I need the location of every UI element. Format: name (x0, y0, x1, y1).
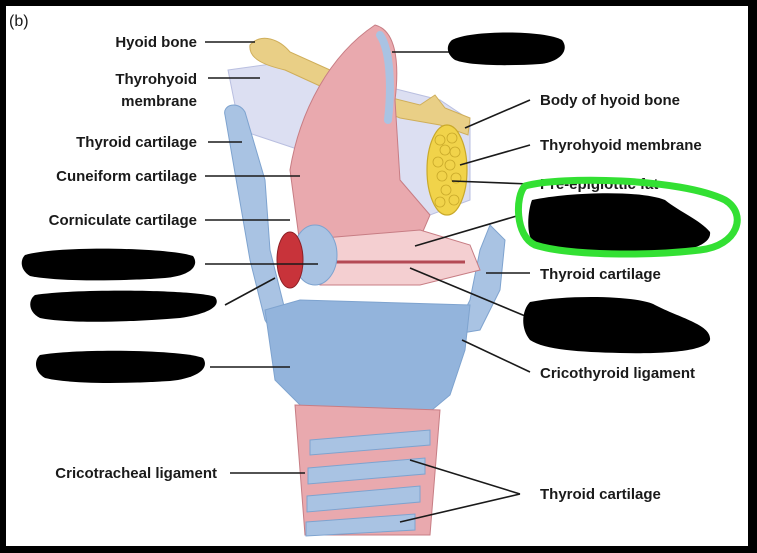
cricoid-cartilage-shape (264, 299, 471, 421)
label-thyrohyoid-membrane-left-2: membrane (121, 93, 197, 110)
label-corniculate-cartilage: Corniculate cartilage (49, 212, 197, 229)
epiglottis-shape (289, 24, 431, 261)
label-cricothyroid-ligament: Cricothyroid ligament (540, 365, 695, 382)
redactions (21, 32, 711, 383)
label-thyroid-cartilage-left: Thyroid cartilage (76, 134, 197, 151)
redaction-mark-right-2 (523, 296, 711, 354)
red-cartilage-shape (276, 231, 304, 289)
redaction-mark-top (447, 32, 565, 66)
label-body-of-hyoid-bone: Body of hyoid bone (540, 92, 680, 109)
panel-label: (b) (9, 13, 29, 30)
label-thyroid-cartilage-lower: Thyroid cartilage (540, 486, 661, 503)
label-hyoid-bone: Hyoid bone (115, 34, 197, 51)
redaction-mark-right-1 (528, 193, 711, 254)
larynx-illustration (224, 24, 506, 537)
tracheal-rings (305, 429, 431, 537)
label-thyroid-cartilage-right: Thyroid cartilage (540, 266, 661, 283)
label-thyrohyoid-membrane-right: Thyrohyoid membrane (540, 137, 702, 154)
fat-texture (432, 132, 462, 208)
label-cricotracheal-ligament: Cricotracheal ligament (55, 465, 217, 482)
leader-lines (205, 41, 531, 523)
redaction-mark-left-3 (35, 350, 205, 383)
redaction-mark-left-2 (30, 290, 217, 322)
green-highlight (514, 176, 741, 258)
epiglottis-fold (376, 31, 394, 124)
label-thyrohyoid-membrane-left-1: Thyrohyoid (115, 71, 197, 88)
label-cuneiform-cartilage: Cuneiform cartilage (56, 168, 197, 185)
redaction-mark-left-1 (21, 248, 196, 281)
